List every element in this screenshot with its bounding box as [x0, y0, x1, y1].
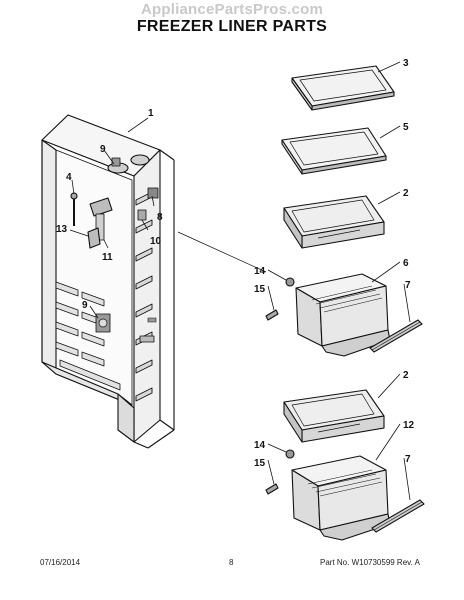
page-title: FREEZER LINER PARTS [136, 18, 328, 35]
callout-2-upper: 2 [403, 188, 409, 199]
control-housing [107, 154, 150, 174]
callout-7-upper: 7 [405, 280, 411, 291]
callout-1: 1 [148, 108, 154, 119]
callout-9-upper: 9 [100, 144, 106, 155]
callout-15-upper: 15 [254, 284, 266, 295]
bracket-part-11 [89, 197, 113, 241]
freezer-liner-cabinet [41, 114, 175, 449]
callout-10: 10 [150, 236, 162, 247]
freezer-drawer-part-12 [291, 455, 391, 541]
screw-part-15-upper [265, 309, 279, 321]
drawer-rail-part-7-lower [371, 499, 425, 533]
glass-shelf-part-5 [281, 127, 387, 175]
footer-part-number: Part No. W10730599 Rev. A [320, 558, 420, 567]
cap-part-14-lower [285, 449, 295, 459]
freezer-drawer-part-6 [295, 273, 391, 357]
callout-13: 13 [56, 224, 68, 235]
damper-parts-8-10 [137, 187, 159, 221]
footer-date: 07/16/2014 [40, 558, 81, 567]
callout-labels: 1 3 5 2 6 7 2 12 7 14 15 14 15 9 4 8 10 … [56, 58, 415, 469]
callout-12: 12 [403, 420, 415, 431]
callout-5: 5 [403, 122, 409, 133]
framed-shelf-part-2-upper [283, 195, 385, 249]
callout-14-upper: 14 [254, 266, 266, 277]
glass-shelf-part-3 [291, 65, 395, 111]
clip-part-13 [87, 227, 101, 249]
callout-4: 4 [66, 172, 72, 183]
light-socket-part-4 [70, 192, 78, 226]
screw-part-15-lower [265, 483, 279, 495]
cap-part-14-upper [285, 277, 295, 287]
fan-part-9-lower [95, 313, 111, 333]
callout-2-lower: 2 [403, 370, 409, 381]
callout-11: 11 [102, 252, 113, 263]
callout-15-lower: 15 [254, 458, 266, 469]
drawer-rail-part-7-upper [369, 319, 423, 353]
callout-8: 8 [157, 212, 163, 223]
framed-shelf-part-2-lower [283, 389, 385, 443]
callout-7-lower: 7 [405, 454, 411, 465]
callout-9-lower: 9 [82, 300, 88, 311]
leader-lines [69, 61, 411, 501]
site-watermark: AppliancePartsPros.com [141, 1, 323, 18]
callout-3: 3 [403, 58, 409, 69]
footer-page-number: 8 [229, 558, 234, 567]
callout-6: 6 [403, 258, 409, 269]
callout-14-lower: 14 [254, 440, 266, 451]
